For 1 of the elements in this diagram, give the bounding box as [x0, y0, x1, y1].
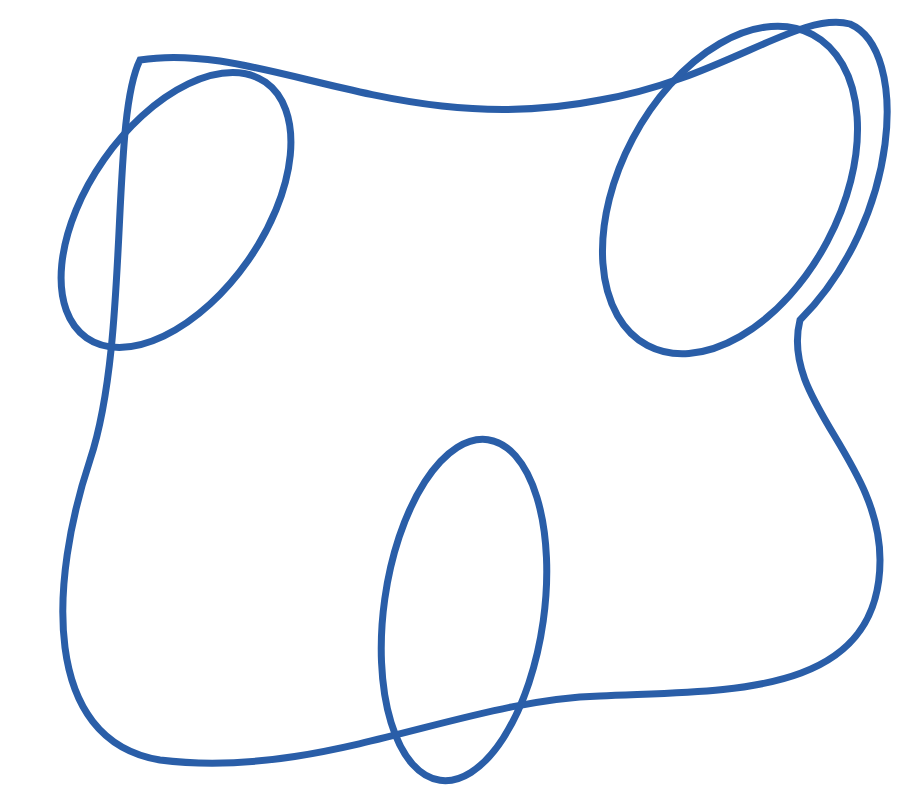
closed-curve-drawing	[57, 18, 891, 784]
